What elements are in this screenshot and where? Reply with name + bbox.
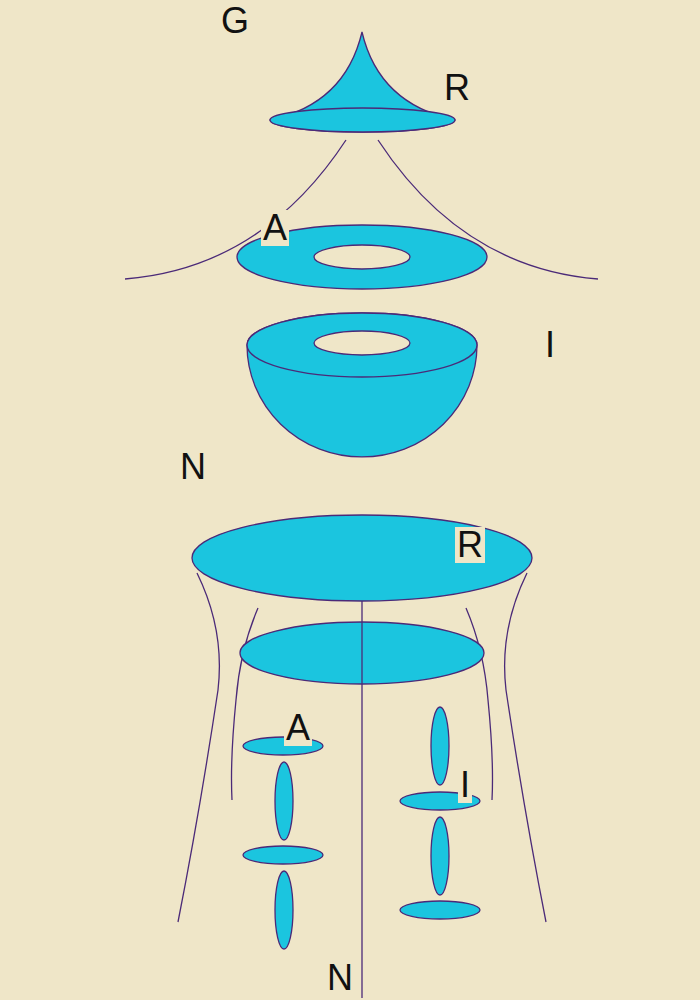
cone [270,32,455,132]
flat-ellipse [243,846,323,864]
flat-ellipse [400,901,480,919]
letter-label: I [543,327,557,363]
bowl-hole [314,331,410,355]
cone-base [270,108,455,132]
tall-ellipse [275,762,293,840]
disc [192,515,532,601]
letter-label: G [219,3,251,39]
outline [505,573,546,922]
tall-ellipse [431,817,449,895]
letter-label: A [261,210,289,246]
tall-ellipse [275,871,293,949]
letter-label: A [284,710,312,746]
outline [232,608,259,800]
letter-label: R [442,70,472,106]
letter-label: R [455,527,485,563]
axis [361,601,362,998]
bowl-rim [247,313,477,377]
letter-label: N [178,449,208,485]
ring-hole [314,245,410,269]
letter-label: I [458,767,472,803]
outline [178,573,219,922]
bowl [247,313,477,457]
tall-ellipse [431,707,449,785]
letter-label: N [325,960,355,996]
